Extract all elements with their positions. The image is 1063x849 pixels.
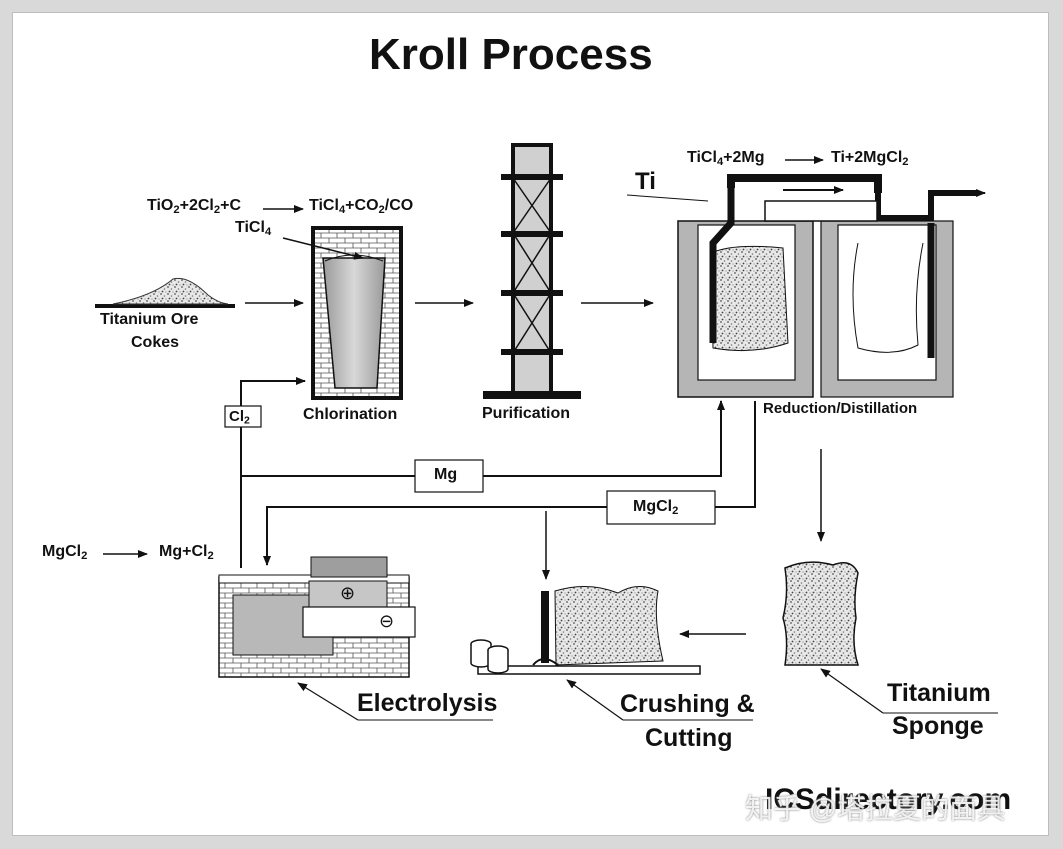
cokes-label: Cokes <box>131 334 180 351</box>
kroll-diagram-canvas <box>95 143 998 721</box>
electrolysis-label: Electrolysis <box>357 689 498 717</box>
mgcl2-label: MgCl2 <box>633 498 679 517</box>
mg-label: Mg <box>434 466 458 483</box>
mgcl2-label-box <box>606 490 716 525</box>
ti-label: Ti <box>635 168 656 195</box>
cl2-label: Cl2 <box>229 408 250 427</box>
ore-label: Titanium Ore <box>100 311 199 328</box>
ti-leader <box>626 194 709 202</box>
sponge-label-line1: Titanium <box>887 679 991 707</box>
arrow-ticl4-into-furnace <box>282 237 364 260</box>
page-title: Kroll Process <box>369 30 653 79</box>
ore-pile <box>95 277 235 308</box>
cl2-label-box <box>224 405 262 428</box>
electrolysis-leader <box>297 682 359 721</box>
electrolysis-equation-left: MgCl2 <box>42 543 88 562</box>
chlorination-furnace <box>311 226 403 400</box>
crushing-leader <box>566 679 624 721</box>
electrolysis-cell <box>218 556 416 678</box>
reduction-vessels <box>677 174 978 398</box>
chlorination-equation: TiO2+2Cl2+C <box>147 197 241 216</box>
crushing-machine <box>470 585 701 675</box>
ticl4-label: TiCl4 <box>235 219 272 238</box>
titanium-sponge <box>782 561 860 666</box>
mg-label-box <box>414 459 484 493</box>
chlorination-label: Chlorination <box>303 406 398 423</box>
crushing-label-line2: Cutting <box>645 724 733 752</box>
anode-symbol: ⊕ <box>340 583 356 603</box>
sponge-label-line2: Sponge <box>892 712 984 740</box>
source-watermark: ICSdirectory.com <box>765 783 1012 816</box>
recycle-lines <box>240 377 756 568</box>
crushing-label-line1: Crushing & <box>620 690 755 718</box>
electrolysis-equation-right: Mg+Cl2 <box>159 543 214 562</box>
reduction-equation-products: Ti+2MgCl2 <box>831 149 909 168</box>
zhihu-watermark: 知乎 @塔拉夏的面具 <box>745 793 1006 824</box>
sponge-leader <box>820 668 884 714</box>
chlorination-equation-products: TiCl4+CO2/CO <box>309 197 414 216</box>
diagram-frame: Kroll Process TiO2+2Cl2+C TiCl4+CO2/CO T… <box>12 12 1049 836</box>
purification-label: Purification <box>482 405 571 422</box>
reduction-equation: TiCl4+2Mg <box>687 149 765 168</box>
cathode-symbol: ⊖ <box>379 611 395 631</box>
purification-column <box>483 143 581 399</box>
reduction-label: Reduction/Distillation <box>763 400 918 417</box>
